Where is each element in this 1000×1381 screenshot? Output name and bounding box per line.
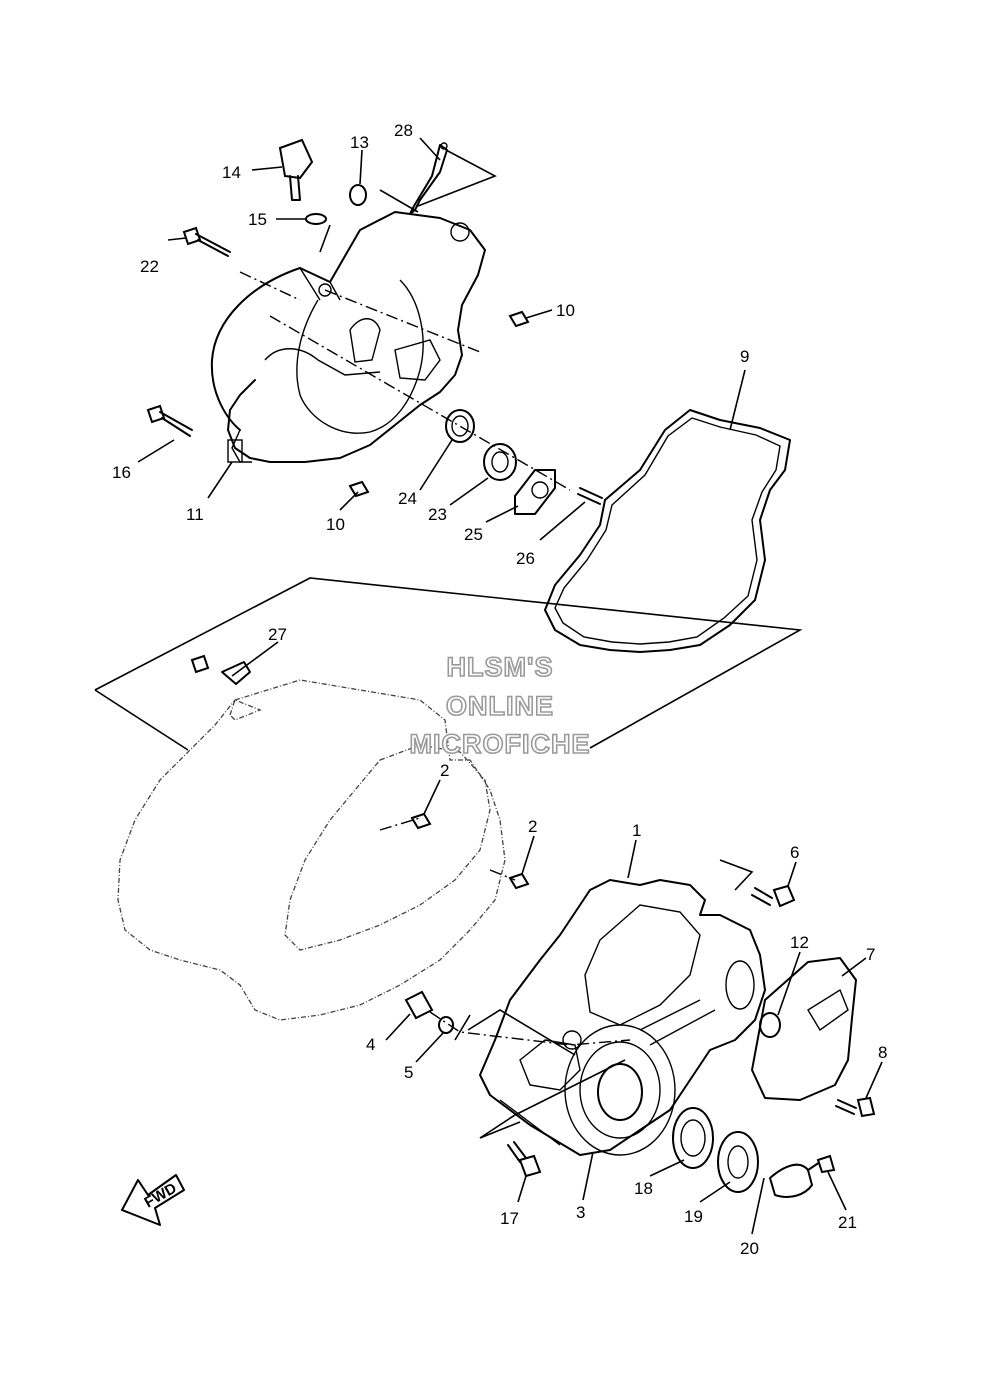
svg-text:HLSM'S: HLSM'S	[447, 652, 554, 682]
callout-6: 6	[790, 843, 799, 862]
callout-10b: 10	[326, 515, 345, 534]
watermark: HLSM'S ONLINE MICROFICHE	[409, 651, 591, 760]
bolt-long-lower[interactable]	[146, 404, 193, 437]
bolt-long-upper[interactable]	[182, 226, 231, 257]
dowel-pin-lower[interactable]	[348, 480, 370, 498]
filler-cap[interactable]	[278, 138, 314, 201]
cover-plate[interactable]	[751, 957, 857, 1101]
callout-13: 13	[350, 133, 369, 152]
forward-direction-arrow: FWD	[121, 1174, 185, 1226]
callout-17: 17	[500, 1209, 519, 1228]
callout-24: 24	[398, 489, 417, 508]
callout-20: 20	[740, 1239, 759, 1258]
callout-5: 5	[404, 1063, 413, 1082]
bracket[interactable]	[409, 144, 448, 215]
callout-7: 7	[866, 945, 875, 964]
callout-14: 14	[222, 163, 241, 182]
callout-16: 16	[112, 463, 131, 482]
bearing-lower[interactable]	[672, 1107, 714, 1169]
callout-8: 8	[878, 1043, 887, 1062]
svg-text:ONLINE: ONLINE	[446, 691, 554, 721]
bolt-cover-upper[interactable]	[751, 884, 796, 908]
callout-27: 27	[268, 625, 287, 644]
cover-gasket[interactable]	[544, 409, 791, 653]
drain-plug[interactable]	[404, 990, 434, 1020]
callout-12: 12	[790, 933, 809, 952]
oil-seal-lower[interactable]	[717, 1131, 759, 1193]
crankcase-cover-right[interactable]	[479, 879, 766, 1156]
dowel-pin-engine-a[interactable]	[410, 812, 432, 830]
callout-22: 22	[140, 257, 159, 276]
drain-washer[interactable]	[438, 1016, 454, 1034]
callout-1: 1	[632, 821, 641, 840]
callout-19: 19	[684, 1207, 703, 1226]
callout-25: 25	[464, 525, 483, 544]
svg-text:FWD: FWD	[142, 1180, 180, 1212]
callout-9: 9	[740, 347, 749, 366]
oil-seal-upper[interactable]	[445, 409, 475, 443]
callout-labels: 1 2 2 3 4 5 6 7 8 9 10 10 11 12 13 14 15…	[112, 121, 887, 1258]
callout-28: 28	[394, 121, 413, 140]
circlip[interactable]	[769, 1163, 813, 1198]
oil-seal-right[interactable]	[759, 1012, 781, 1038]
callout-11: 11	[186, 505, 204, 524]
callout-2b: 2	[528, 817, 537, 836]
callout-15: 15	[248, 210, 267, 229]
bearing-plate[interactable]	[514, 469, 556, 515]
callout-10a: 10	[556, 301, 575, 320]
bolt-and-clip[interactable]	[190, 654, 251, 685]
screw-small-upper[interactable]	[577, 487, 603, 505]
callout-2a: 2	[440, 761, 449, 780]
callout-26: 26	[516, 549, 535, 568]
callout-3: 3	[576, 1203, 585, 1222]
svg-text:MICROFICHE: MICROFICHE	[410, 729, 591, 759]
callout-leaders	[137, 137, 883, 1235]
dowel-pin-upper[interactable]	[508, 310, 530, 328]
bushing[interactable]	[349, 184, 367, 206]
callout-21: 21	[838, 1213, 857, 1232]
callout-4: 4	[366, 1035, 375, 1054]
bearing-upper[interactable]	[483, 443, 517, 481]
screw-lower[interactable]	[807, 1154, 836, 1174]
callout-23: 23	[428, 505, 447, 524]
crankcase-cover-left[interactable]	[210, 211, 486, 463]
engine-block-outline	[117, 679, 506, 1021]
bolt-cover-plate[interactable]	[835, 1096, 876, 1118]
callout-18: 18	[634, 1179, 653, 1198]
bolt-cover-lower[interactable]	[507, 1141, 542, 1178]
o-ring[interactable]	[305, 213, 327, 225]
dowel-pin-engine-b[interactable]	[508, 872, 530, 890]
